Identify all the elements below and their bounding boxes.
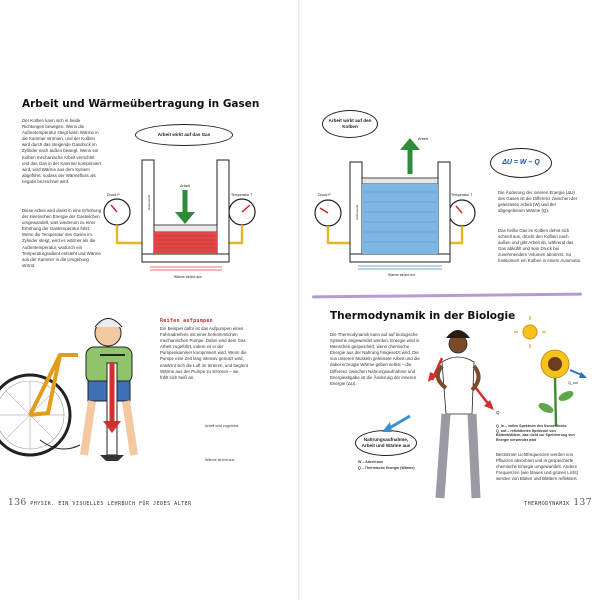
label-arbeit-zugefuehrt: Arbeit wird zugeführt. [205,424,239,428]
reifen-paragraph: Ein Beispiel dafür ist das Aufpumpen ein… [160,326,248,380]
speech-bubble-nahrung: Nahrungsaufnahme, Arbeit und Wärme aus [355,430,417,456]
pump-arrow-down-icon [103,363,121,433]
work-arrow-down-icon [175,190,195,224]
arbeit-label: Arbeit [418,137,429,141]
druck-label: Druck P [107,193,120,197]
delta-u-paragraph: Die Änderung der inneren Energie (ΔU) de… [498,190,578,214]
formula-bubble: ΔU = W – Q [490,148,552,178]
label-waerme-aus: Wärme strömt aus. [205,458,236,462]
speech-bubble-piston: Arbeit wirkt auf den Kolben [322,110,378,138]
book-title: Physik. Ein visuelles Lehrbuch für jedes… [30,501,192,507]
temperatur-label: Temperatur T [451,193,473,197]
bicycle-pump-illustration [0,318,138,461]
footer-right: Thermodynamik 137 [524,498,592,508]
temperatur-label: Temperatur T [231,193,253,197]
druck-label: Druck P [318,193,331,197]
pressure-gauge [314,199,342,227]
chapter-title: Thermodynamik [524,501,570,507]
piston-diagram-expand: Arbeit Druck P Temperatur T Wärme strömt… [314,137,476,277]
right-page: Arbeit wirkt auf den Kolben ΔU = W – Q [300,0,600,600]
work-arrow-up-icon [400,138,420,174]
speech-bubble-gas: Arbeit wirkt auf das Gas [135,124,233,146]
temperature-gauge [448,199,476,227]
section-heading-reifen: Reifen aufpumpen [160,318,213,324]
page-title-biology: Thermodynamik in der Biologie [330,310,516,322]
second-paragraph: Diese Arbeit wird direkt in eine Erhöhun… [22,208,102,268]
q-label: Q [496,410,500,415]
left-page: Arbeit und Wärmeübertragung in Gasen Der… [0,98,260,508]
pressure-gauge [103,198,131,226]
page-number-left: 136 [8,498,27,508]
piston-diagram-compress: Arbeit Druck P Temperatur T Wärme strömt… [103,159,256,279]
q-out-arrow-icon [569,369,587,378]
piston-paragraph: Das heiße Gas im Kolben dehnt sich schne… [498,228,582,264]
sun-icon [514,316,546,348]
q-out-label: Q_out [568,381,578,385]
energy-arrow-red-icon [428,357,444,382]
isolierwand-label: Isolierwand [355,204,359,220]
arbeit-label: Arbeit [180,184,191,188]
waerme-label: Wärme strömt aus [174,275,202,279]
heat-arrow-blue-icon [382,414,411,432]
temperature-gauge [228,198,256,226]
page-number-right: 137 [573,498,592,508]
biology-illustration: Q Q_out [382,316,587,499]
sun-legend: Q_in – volles Spektrum des Sonnenlichts … [496,424,575,442]
biology-paragraph: Die Thermodynamik kann auf auf biologisc… [330,332,420,386]
legend-q: Q – Thermische Energie (Wärme) [358,466,415,470]
footer-left: 136 Physik. Ein visuelles Lehrbuch für j… [8,498,192,508]
sunflower-icon [538,349,574,427]
legend-w: W – Arbeit aus [358,460,383,464]
intro-paragraph: Der Kolben kann sich in beide Richtungen… [22,118,102,184]
plant-paragraph: Bestimmte Lichtfrequenzen werden von Pfl… [496,452,579,482]
isolierwand-label: Isolierwand [147,194,151,210]
page-title-left: Arbeit und Wärmeübertragung in Gasen [22,98,260,110]
waerme-label: Wärme strömt ein [388,273,415,277]
section-divider [311,292,583,299]
